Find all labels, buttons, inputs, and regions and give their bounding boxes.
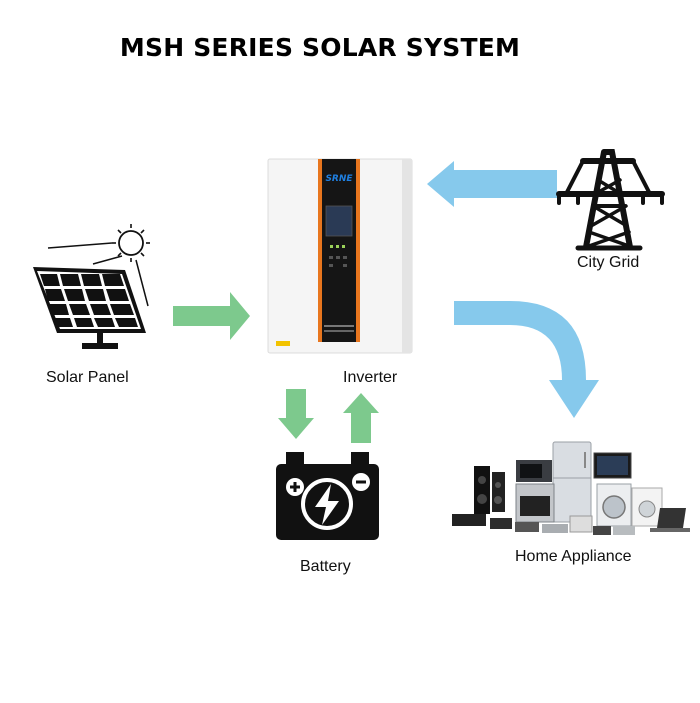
city-grid-label: City Grid [577,254,640,271]
inverter-to-battery-arrow [278,389,314,439]
inverter-label: Inverter [343,369,398,386]
battery-to-inverter-arrow [343,393,379,443]
home-appliance-label: Home Appliance [515,548,632,565]
solar-to-inverter-arrow [173,292,250,340]
solar-panel-icon [33,224,150,349]
page-title: MSH SERIES SOLAR SYSTEM [119,33,521,62]
inverter-to-appliance-arrow [454,301,599,418]
home-appliances-image [452,441,690,535]
inverter-unit [267,158,413,354]
battery-icon [276,452,379,540]
transmission-tower-icon [556,149,665,251]
battery-label: Battery [300,558,351,575]
sun-icon [112,224,150,262]
inverter-brand-label: SRNE [325,174,353,184]
solar-panel-label: Solar Panel [46,369,129,386]
grid-to-inverter-arrow [427,161,557,207]
